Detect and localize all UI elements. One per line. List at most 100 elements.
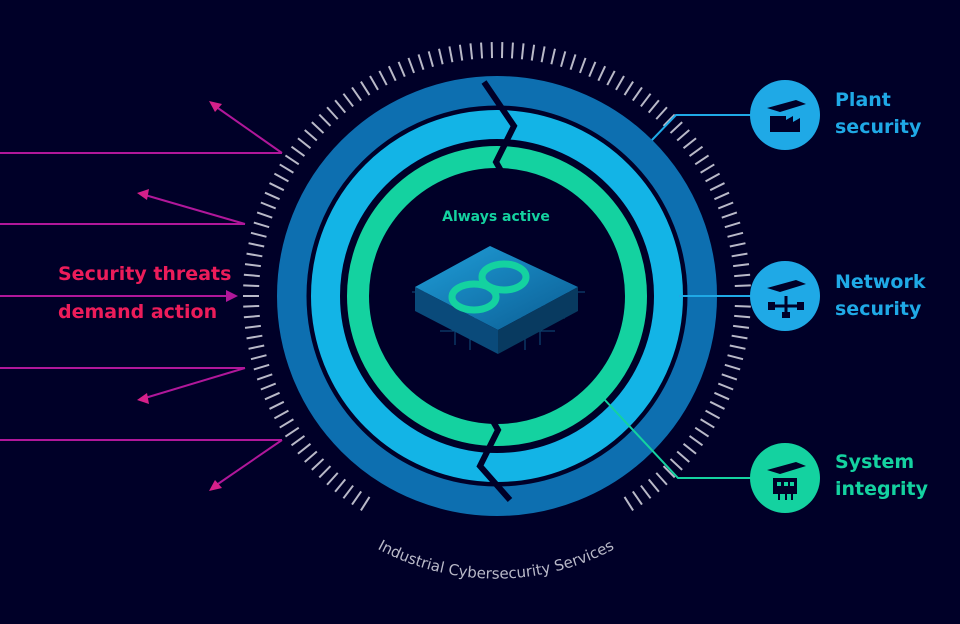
tick-mark (253, 221, 270, 229)
tick-mark (243, 273, 260, 278)
network-icon (750, 261, 820, 331)
tick-mark (387, 65, 397, 82)
tick-mark (676, 129, 690, 142)
threats-heading-line2: demand action (58, 301, 218, 323)
tick-mark (248, 242, 265, 248)
tick-mark (732, 263, 750, 268)
tick-mark (560, 51, 567, 68)
middle-ring-network-security (311, 110, 683, 482)
tick-mark (260, 201, 277, 210)
tick-mark (342, 484, 354, 499)
tick-mark (729, 344, 746, 350)
tick-mark (246, 334, 263, 340)
layer-label-plant-security: Plant security (835, 87, 921, 141)
tick-mark (480, 42, 484, 59)
tick-mark (438, 48, 444, 65)
layer-label-line1: System (835, 451, 915, 473)
tick-mark (334, 478, 347, 493)
tick-mark (721, 373, 738, 381)
system-integrity-icon (750, 443, 820, 513)
tick-mark (342, 93, 354, 108)
tick-mark (732, 324, 750, 329)
tick-mark (243, 314, 260, 319)
tick-mark (264, 191, 280, 201)
tick-mark (632, 86, 643, 102)
layer-label-network-security: Network security (835, 269, 925, 323)
layer-label-line2: security (835, 116, 922, 138)
tick-mark (530, 44, 536, 61)
tick-mark (311, 121, 325, 134)
tick-mark (727, 231, 744, 238)
tick-mark (714, 191, 730, 201)
tick-mark (311, 458, 325, 471)
tick-mark (304, 129, 318, 142)
tick-mark (510, 42, 514, 59)
ring-break-top (481, 80, 518, 192)
connector-plant-security (651, 114, 752, 141)
tick-mark (669, 458, 683, 471)
tick-mark (256, 373, 273, 381)
tick-mark (579, 57, 587, 74)
tick-mark (606, 70, 616, 86)
tick-mark (351, 490, 362, 506)
tick-mark (304, 450, 318, 463)
tick-mark (284, 426, 300, 438)
tick-mark (250, 354, 267, 361)
tick-mark (734, 314, 751, 319)
tick-mark (734, 304, 751, 308)
tick-mark (520, 43, 525, 60)
tick-mark (273, 172, 289, 183)
ring-break-bottom (476, 400, 513, 502)
tick-mark (729, 242, 746, 248)
tick-mark (717, 201, 734, 210)
tick-mark (244, 324, 262, 329)
threats-heading-line1: Security threats (58, 263, 232, 285)
tick-mark (369, 75, 379, 91)
tick-mark (647, 99, 660, 114)
tick-mark (273, 409, 289, 420)
tick-mark (688, 435, 704, 447)
tick-mark (727, 354, 744, 361)
tick-mark (244, 263, 262, 268)
tick-mark (326, 106, 339, 120)
tick-mark (569, 54, 577, 70)
tick-mark (640, 93, 652, 108)
tick-mark (243, 304, 260, 308)
tick-mark (682, 137, 697, 149)
tick-mark (448, 46, 454, 63)
tick-mark (700, 418, 715, 429)
tick-mark (640, 484, 652, 499)
factory-icon (750, 80, 820, 150)
chip-icon (412, 246, 585, 354)
tick-mark (655, 472, 668, 486)
tick-mark (734, 284, 751, 288)
tick-mark (326, 472, 339, 486)
tick-mark (407, 57, 415, 74)
tick-mark (705, 409, 721, 420)
tick-mark (694, 154, 710, 166)
tick-mark (397, 61, 406, 77)
tick-mark (662, 113, 676, 127)
tick-mark (260, 382, 277, 391)
tick-mark (717, 382, 734, 391)
tick-mark (360, 496, 371, 511)
tick-mark (318, 113, 332, 127)
tick-mark (734, 273, 751, 278)
tick-mark (714, 391, 730, 401)
tick-mark (662, 465, 676, 479)
tick-mark (279, 163, 294, 174)
layer-label-line2: security (835, 298, 922, 320)
tick-mark (688, 145, 704, 157)
tick-mark (246, 252, 263, 258)
tick-mark (417, 54, 425, 70)
tick-mark (724, 221, 741, 229)
tick-mark (279, 418, 294, 429)
tick-mark (248, 344, 265, 350)
tick-mark (623, 81, 634, 96)
tick-mark (469, 43, 474, 60)
tick-mark (351, 86, 362, 102)
tick-mark (731, 334, 748, 340)
tick-mark (256, 211, 273, 219)
tick-mark (615, 75, 625, 91)
tick-mark (550, 48, 556, 65)
